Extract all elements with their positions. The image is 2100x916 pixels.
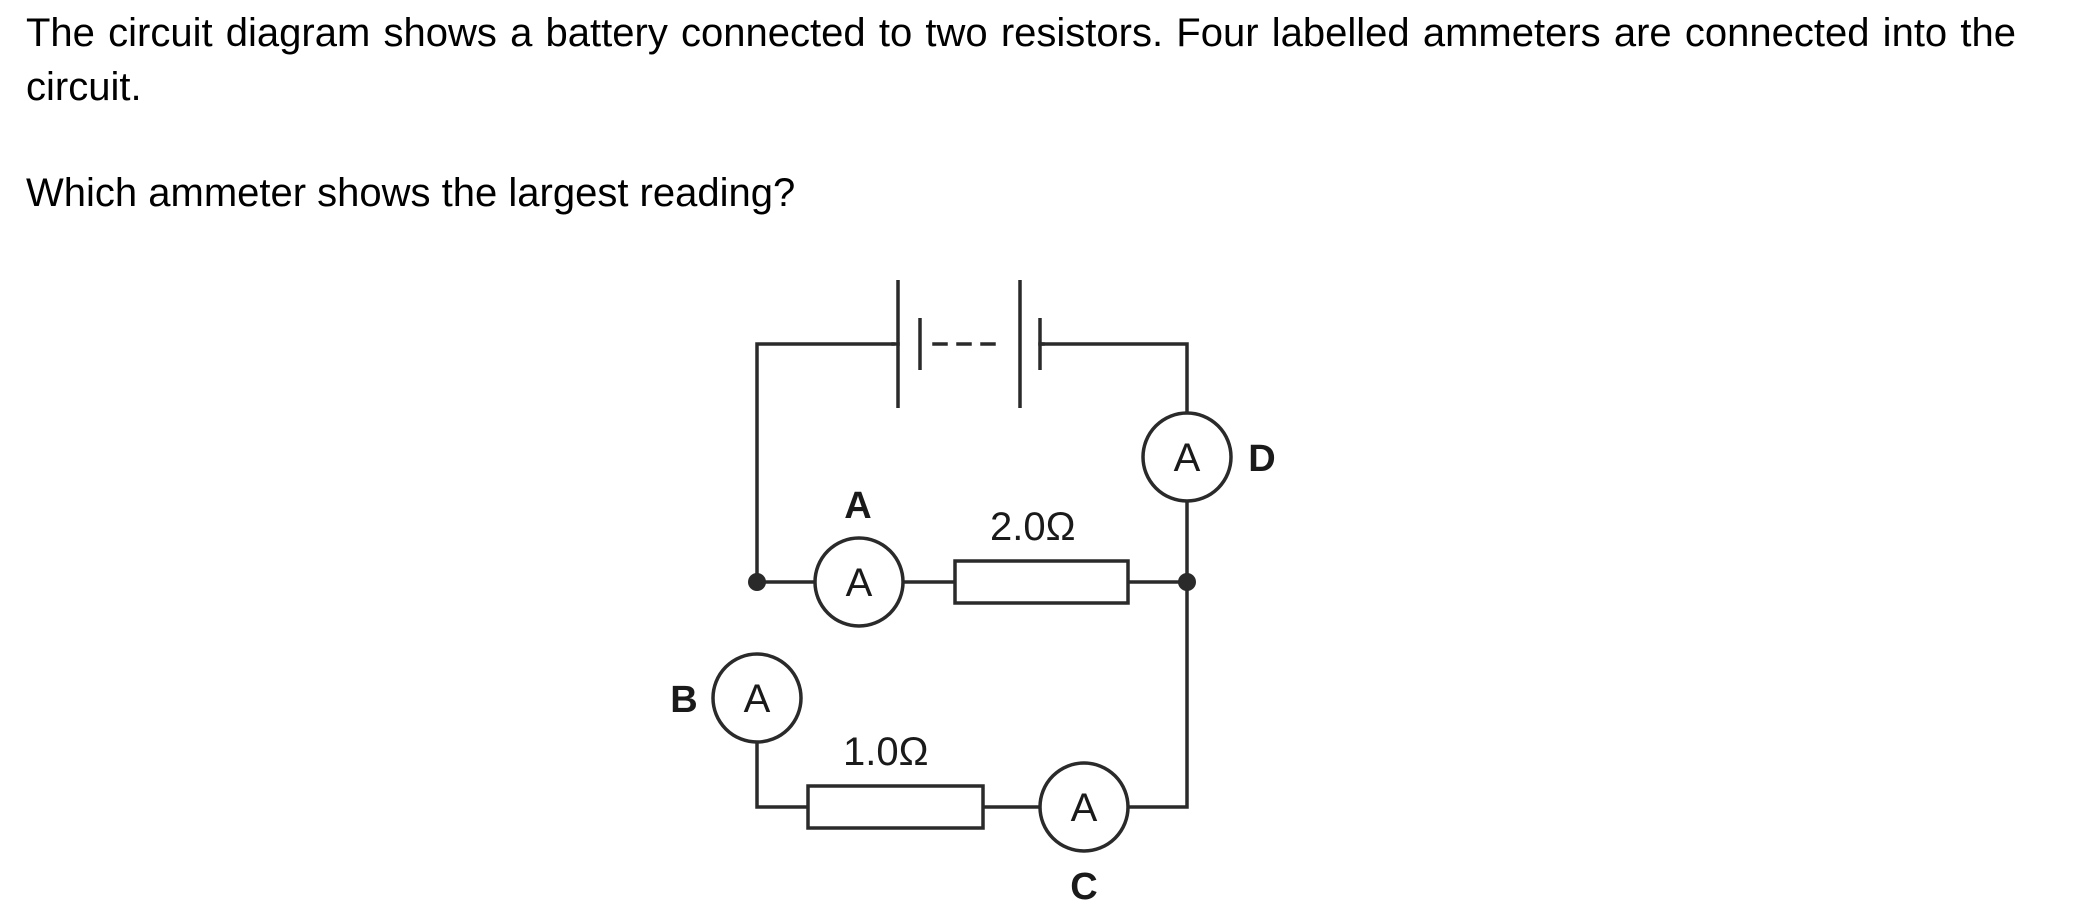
resistor-1-ohm-label: 1.0Ω (843, 730, 929, 774)
ammeter-c-symbol: A (1071, 786, 1098, 830)
resistor-2-ohm (953, 559, 1130, 605)
ammeter-c: A C (1038, 761, 1130, 908)
resistor-1-ohm (806, 784, 985, 830)
ammeter-a-symbol: A (846, 561, 873, 605)
junction-left (748, 573, 766, 591)
ammeter-a-ring (813, 536, 905, 628)
ammeter-d-label: D (1248, 438, 1275, 480)
ammeter-b-symbol: A (744, 677, 771, 721)
question-stem: The circuit diagram shows a battery conn… (26, 11, 2016, 109)
resistor-2-ohm-label: 2.0Ω (990, 505, 1076, 549)
ammeter-d: A D (1141, 411, 1276, 503)
circuit-wires (755, 342, 1189, 809)
wire-right (1124, 500, 1189, 809)
wire-top-right (1041, 342, 1189, 414)
ammeter-a: A A (813, 485, 905, 628)
ammeter-d-ring (1141, 411, 1233, 503)
wire-top-left (755, 342, 895, 582)
ammeter-b: A B (670, 652, 803, 744)
junction-right (1178, 573, 1196, 591)
ammeter-d-symbol: A (1174, 436, 1201, 480)
ammeter-a-label: A (844, 485, 871, 527)
ammeter-c-ring (1038, 761, 1130, 853)
ammeter-b-ring (711, 652, 803, 744)
wire-lower-left (755, 740, 810, 809)
ammeter-b-label: B (670, 679, 697, 721)
battery-icon (896, 280, 1042, 408)
ammeter-c-label: C (1070, 866, 1097, 908)
question-prompt: Which ammeter shows the largest reading? (26, 171, 796, 215)
